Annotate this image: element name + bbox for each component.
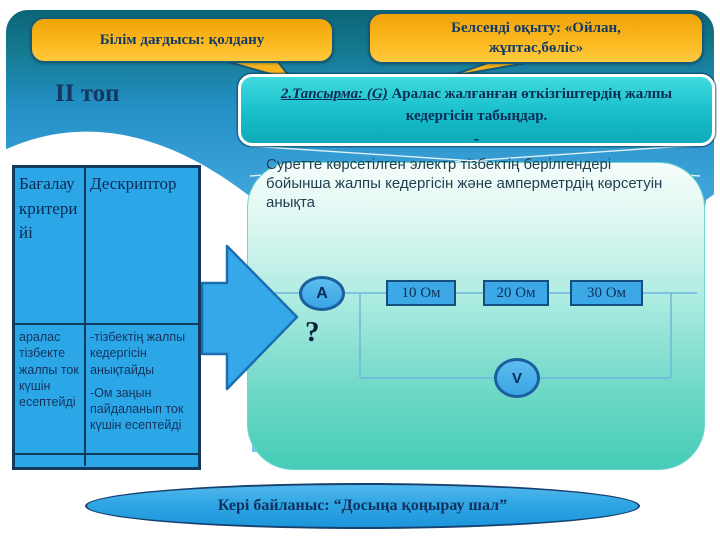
- ammeter-label: A: [316, 284, 328, 302]
- voltmeter: V: [494, 358, 540, 398]
- task-box: 2.Тапсырма: (G) Аралас жалғанған өткізгі…: [238, 74, 715, 148]
- method-badge: Белсенді оқыту: «Ойлан, жұптас,бөліс»: [368, 12, 704, 64]
- rubric-empty-cell: [15, 455, 86, 466]
- task-text: 2.Тапсырма: (G) Аралас жалғанған өткізгі…: [241, 84, 712, 128]
- problem-instruction: Суретте көрсетілген электр тізбектің бер…: [266, 156, 663, 211]
- skill-badge-label: Білім дағдысы: қолдану: [99, 31, 265, 48]
- resistor-10-ohm: 10 Ом: [386, 280, 456, 306]
- rubric-table: Бағалау критерийі Дескриптор аралас тізб…: [12, 165, 201, 470]
- group-label: ІІ топ: [55, 80, 120, 107]
- rubric-cell-descriptor: -тізбектің жалпы кедергісін анықтайды -О…: [86, 325, 198, 455]
- feedback-label: Кері байланыс: “Досыңа қоңырау шал”: [217, 497, 508, 514]
- rubric-cell-criteria: аралас тізбекте жалпы ток күшін есептейд…: [15, 325, 86, 455]
- ammeter: A: [299, 276, 345, 311]
- rubric-empty-cell: [86, 455, 198, 466]
- descriptor-item: -тізбектің жалпы кедергісін анықтайды: [90, 330, 186, 377]
- rubric-header-criteria: Бағалау критерийі: [15, 168, 86, 325]
- method-badge-label: Белсенді оқыту: «Ойлан, жұптас,бөліс»: [451, 19, 621, 56]
- feedback-oval: Кері байланыс: “Досыңа қоңырау шал”: [85, 483, 640, 529]
- unknown-value-mark: ?: [305, 316, 320, 348]
- rubric-header-descriptor: Дескриптор: [86, 168, 198, 325]
- descriptor-item: -Ом заңын пайдаланып ток күшін есептейді: [90, 385, 184, 433]
- resistor-20-ohm: 20 Ом: [483, 280, 549, 306]
- skill-badge: Білім дағдысы: қолдану: [30, 17, 334, 63]
- voltmeter-label: V: [511, 369, 522, 387]
- resistor-30-ohm: 30 Ом: [570, 280, 643, 306]
- task-dash: -: [473, 128, 480, 148]
- task-body: Аралас жалғанған өткізгіштердің жалпы ке…: [387, 86, 673, 124]
- task-label: 2.Тапсырма: (G): [280, 86, 388, 102]
